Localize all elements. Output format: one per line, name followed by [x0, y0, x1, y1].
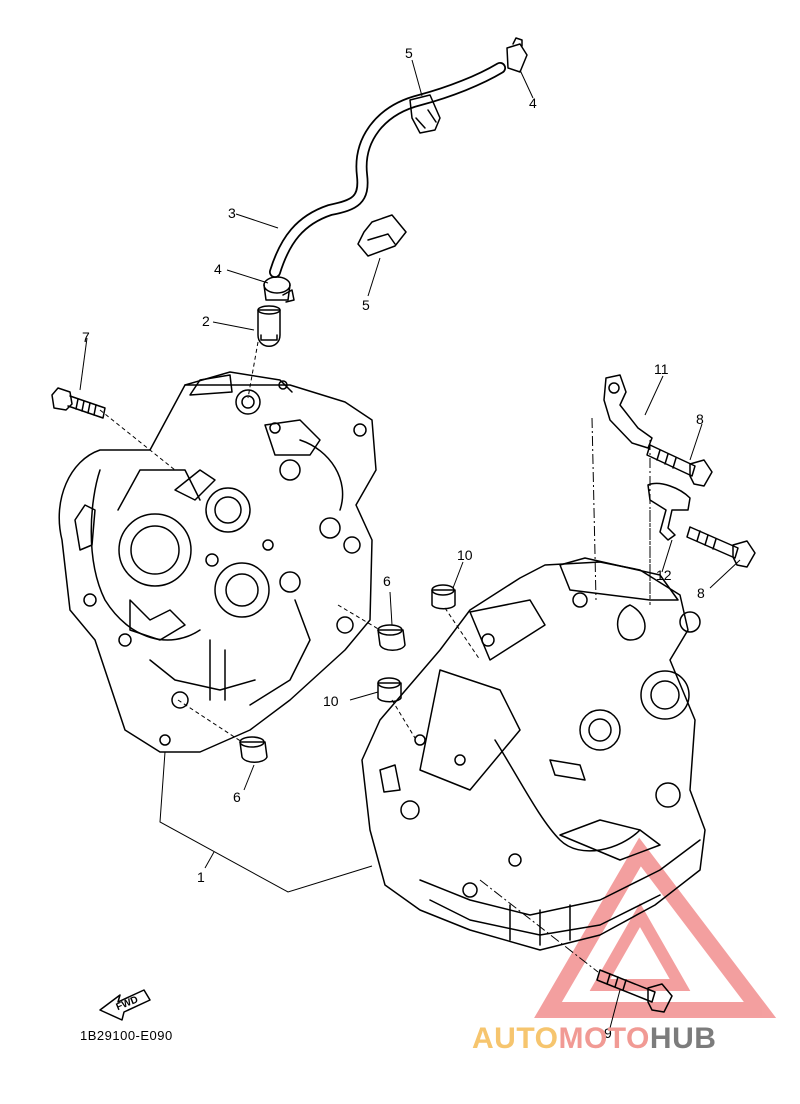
hose-holder-upper	[409, 94, 441, 134]
hose-clamp-top	[506, 37, 528, 73]
brand-auto: AUTO	[472, 1022, 559, 1055]
drawing-code: 1B29100-E090	[80, 1028, 173, 1043]
hose-clamp-lower	[263, 276, 295, 303]
breather-pipe	[257, 305, 281, 347]
crankcase-right	[361, 557, 706, 951]
label-6-lower: 6	[233, 789, 241, 805]
crankcase-left	[58, 371, 377, 753]
bolt-9	[596, 969, 673, 1013]
bolt-7	[51, 387, 106, 419]
brand-hub: HUB	[649, 1022, 717, 1055]
leader-lines	[79, 59, 741, 1029]
part-labels: 1 2 3 4 4 5 5 6 6 7 8 8 9 10 10 11 12	[82, 45, 705, 1041]
bracket-11	[603, 374, 653, 449]
label-2: 2	[202, 313, 210, 329]
fwd-arrow-icon	[99, 989, 151, 1021]
label-8-upper: 8	[696, 411, 704, 427]
label-6-upper: 6	[383, 573, 391, 589]
label-10-upper: 10	[457, 547, 473, 563]
label-11: 11	[654, 361, 669, 377]
label-8-lower: 8	[697, 585, 705, 601]
label-9: 9	[604, 1025, 612, 1041]
brand-moto: MOTO	[558, 1022, 650, 1055]
label-12: 12	[656, 567, 672, 583]
dowel-pin-6-upper	[377, 624, 406, 651]
label-4-upper: 4	[529, 95, 537, 111]
breather-hose	[269, 62, 506, 278]
bolt-8-lower	[686, 526, 756, 568]
bolt-8-upper	[646, 444, 713, 487]
label-4-lower: 4	[214, 261, 222, 277]
dowel-pin-6-lower	[239, 736, 268, 763]
watermark-brand: AUTOMOTOHUB	[472, 1022, 716, 1056]
hose-holder-lower	[357, 214, 407, 257]
label-3: 3	[228, 205, 236, 221]
label-7: 7	[82, 329, 90, 345]
label-5-upper: 5	[405, 45, 413, 61]
label-10-lower: 10	[323, 693, 339, 709]
bracket-12	[647, 482, 691, 541]
dowel-pin-10-lower	[377, 677, 402, 703]
dowel-pin-10-upper	[431, 584, 456, 610]
label-1: 1	[197, 869, 205, 885]
label-5-lower: 5	[362, 297, 370, 313]
